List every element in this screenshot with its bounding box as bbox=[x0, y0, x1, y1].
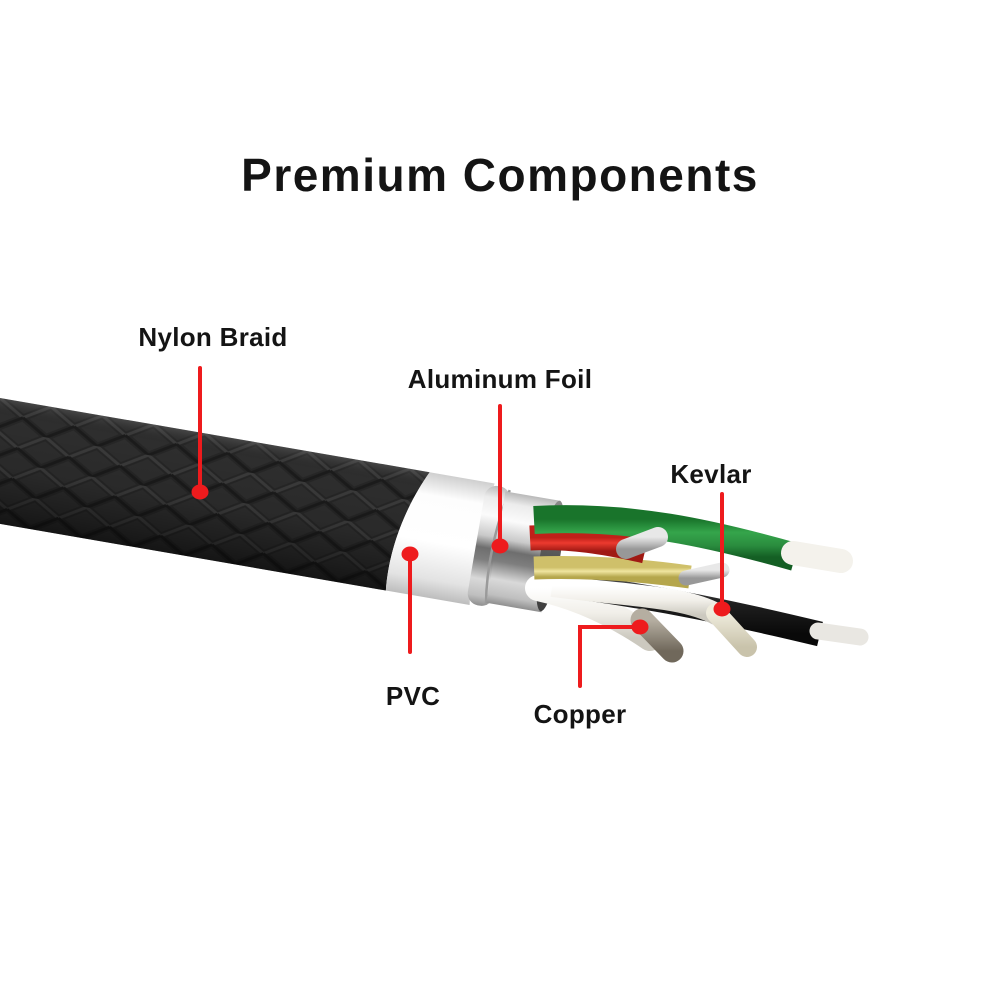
copper-dot bbox=[631, 619, 649, 635]
label-kevlar: Kevlar bbox=[670, 459, 752, 489]
leader-lines bbox=[198, 366, 724, 688]
label-copper: Copper bbox=[533, 699, 627, 729]
pvc-dot bbox=[401, 546, 419, 562]
shield-braid-tip-lower bbox=[678, 562, 730, 586]
yellow-wire bbox=[533, 555, 692, 589]
label-aluminum-foil: Aluminum Foil bbox=[407, 364, 593, 394]
kevlar-strand bbox=[550, 575, 724, 625]
aluminum-foil-dot bbox=[491, 538, 509, 554]
kevlar-dot bbox=[713, 601, 731, 617]
kevlar-fiber-tip bbox=[706, 603, 757, 657]
nylon-braid-dot bbox=[191, 484, 209, 500]
green-wire bbox=[533, 505, 799, 571]
cable-body bbox=[0, 391, 564, 613]
shield-braid-tip-upper bbox=[616, 527, 668, 559]
pvc-jacket-ring bbox=[385, 472, 495, 605]
leader-dots bbox=[191, 484, 731, 635]
label-nylon-braid: Nylon Braid bbox=[138, 322, 288, 352]
page-title: Premium Components bbox=[241, 149, 759, 201]
copper-leader-line bbox=[578, 625, 636, 688]
label-pvc: PVC bbox=[385, 681, 441, 711]
nylon-braid-shading bbox=[0, 391, 430, 591]
black-wire-core-tip bbox=[809, 622, 869, 646]
green-wire-core-tip bbox=[781, 541, 853, 573]
